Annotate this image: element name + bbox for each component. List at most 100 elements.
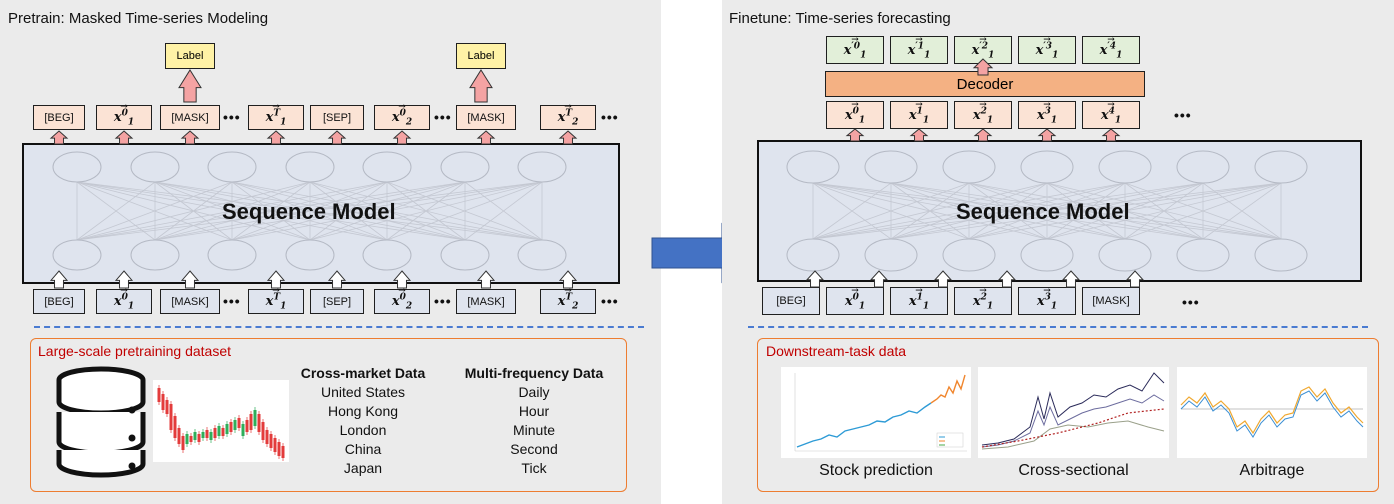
vector-symbol: →x21 [972, 99, 994, 126]
output-arrow [392, 130, 412, 145]
finetune-output-token: →x′41 [1082, 35, 1140, 64]
stock-prediction-thumbnail [781, 367, 971, 458]
label-arrow [469, 69, 493, 103]
network-node [786, 150, 840, 184]
finetune-divider [748, 326, 1368, 328]
network-edge [812, 182, 892, 240]
pretraining-dataset-title: Large-scale pretraining dataset [38, 343, 232, 359]
token-label: [BEG] [44, 111, 74, 124]
candle-body [201, 432, 205, 438]
network-node [52, 151, 102, 183]
token-label: [SEP] [322, 111, 352, 124]
frequency-item: Hour [518, 403, 550, 419]
network-edge [309, 181, 543, 241]
network-node [786, 238, 840, 272]
network-edge [386, 181, 543, 241]
network-node [130, 151, 180, 183]
finetune-top-token: →x41 [1082, 100, 1140, 129]
finetune-bottom-token: →x21 [954, 285, 1012, 315]
vector-symbol: →x01 [844, 99, 866, 126]
network-node [517, 239, 567, 271]
input-arrow [114, 270, 134, 289]
vector-symbol: →xT1 [265, 286, 287, 312]
token-label: [MASK] [1092, 295, 1130, 307]
input-arrow [392, 270, 412, 289]
cross-sectional-thumbnail [978, 367, 1169, 458]
network-edge [812, 182, 1204, 240]
finetune-bottom-token: →x01 [826, 286, 884, 315]
network-edge [154, 181, 543, 241]
candle-body [265, 430, 269, 444]
ellipsis: ••• [223, 109, 241, 125]
pretrain-top-token: →x01 [96, 102, 152, 130]
candle-body [197, 434, 201, 442]
pretrain-network-graph [52, 151, 567, 271]
pretrain-top-token: →xT1 [248, 102, 304, 130]
network-node [52, 239, 102, 271]
candle-body [217, 426, 221, 436]
network-edge [231, 181, 543, 241]
candle-body [229, 422, 233, 432]
finetune-top-token: →x31 [1018, 100, 1076, 129]
network-edge [1124, 182, 1282, 240]
pretrain-bottom-token: →x02 [374, 286, 430, 314]
candle-body [253, 410, 257, 426]
vector-symbol: →x01 [113, 286, 135, 312]
network-node [864, 150, 918, 184]
candle-body [245, 420, 249, 432]
frequency-item: Second [510, 441, 558, 457]
input-arrow [997, 270, 1017, 288]
vector-symbol: →x01 [113, 102, 135, 128]
input-arrow [1125, 270, 1145, 288]
output-arrow [114, 130, 134, 145]
candle-body [213, 428, 217, 438]
input-arrow [266, 270, 286, 289]
cross-market-column: Cross-market Data United States Hong Kon… [284, 364, 442, 478]
network-node [864, 238, 918, 272]
network-edge [1202, 182, 1282, 240]
ellipsis: ••• [1182, 294, 1200, 310]
finetune-output-token: →x′21 [954, 35, 1012, 64]
candle-body [269, 434, 273, 448]
ellipsis: ••• [1174, 107, 1192, 123]
candle-body [273, 438, 277, 452]
output-arrow [1101, 128, 1121, 142]
candle-body [165, 400, 169, 414]
network-node [1020, 238, 1074, 272]
input-arrow [49, 270, 69, 289]
candle-body [169, 404, 173, 430]
finetune-top-token: →x21 [954, 99, 1012, 129]
pretrain-model-title: Sequence Model [222, 199, 396, 224]
ellipsis: ••• [223, 293, 241, 309]
pretrain-top-token: [BEG] [33, 105, 85, 130]
network-node [942, 150, 996, 184]
output-arrow [973, 128, 993, 142]
candle-body [233, 420, 237, 430]
pretrain-divider [34, 326, 644, 328]
market-item: Hong Kong [327, 403, 399, 419]
network-edge [76, 181, 466, 241]
vector-symbol: →x02 [391, 102, 413, 128]
downstream-title: Downstream-task data [766, 343, 907, 359]
cross-market-heading: Cross-market Data [300, 365, 426, 381]
finetune-bottom-token: →x31 [1018, 285, 1076, 315]
market-item: China [344, 441, 382, 457]
input-arrow [558, 270, 578, 289]
candle-body [261, 422, 265, 440]
token-label: [MASK] [467, 295, 505, 308]
multi-frequency-column: Multi-frequency Data Daily Hour Minute S… [448, 364, 620, 478]
candle-body [193, 432, 197, 440]
network-edge [76, 181, 233, 241]
vector-symbol: →x11 [908, 285, 930, 312]
vector-symbol: →x11 [908, 99, 930, 126]
vector-symbol: →xT2 [557, 286, 579, 312]
candle-body [185, 434, 189, 444]
ellipsis: ••• [434, 109, 452, 125]
vector-symbol: →x31 [1036, 285, 1058, 312]
vector-symbol: →x21 [972, 285, 994, 312]
input-arrow [869, 270, 889, 288]
input-arrow [327, 270, 347, 289]
cross-sectional-caption: Cross-sectional [1018, 462, 1129, 479]
vector-symbol: →x′01 [843, 34, 867, 61]
